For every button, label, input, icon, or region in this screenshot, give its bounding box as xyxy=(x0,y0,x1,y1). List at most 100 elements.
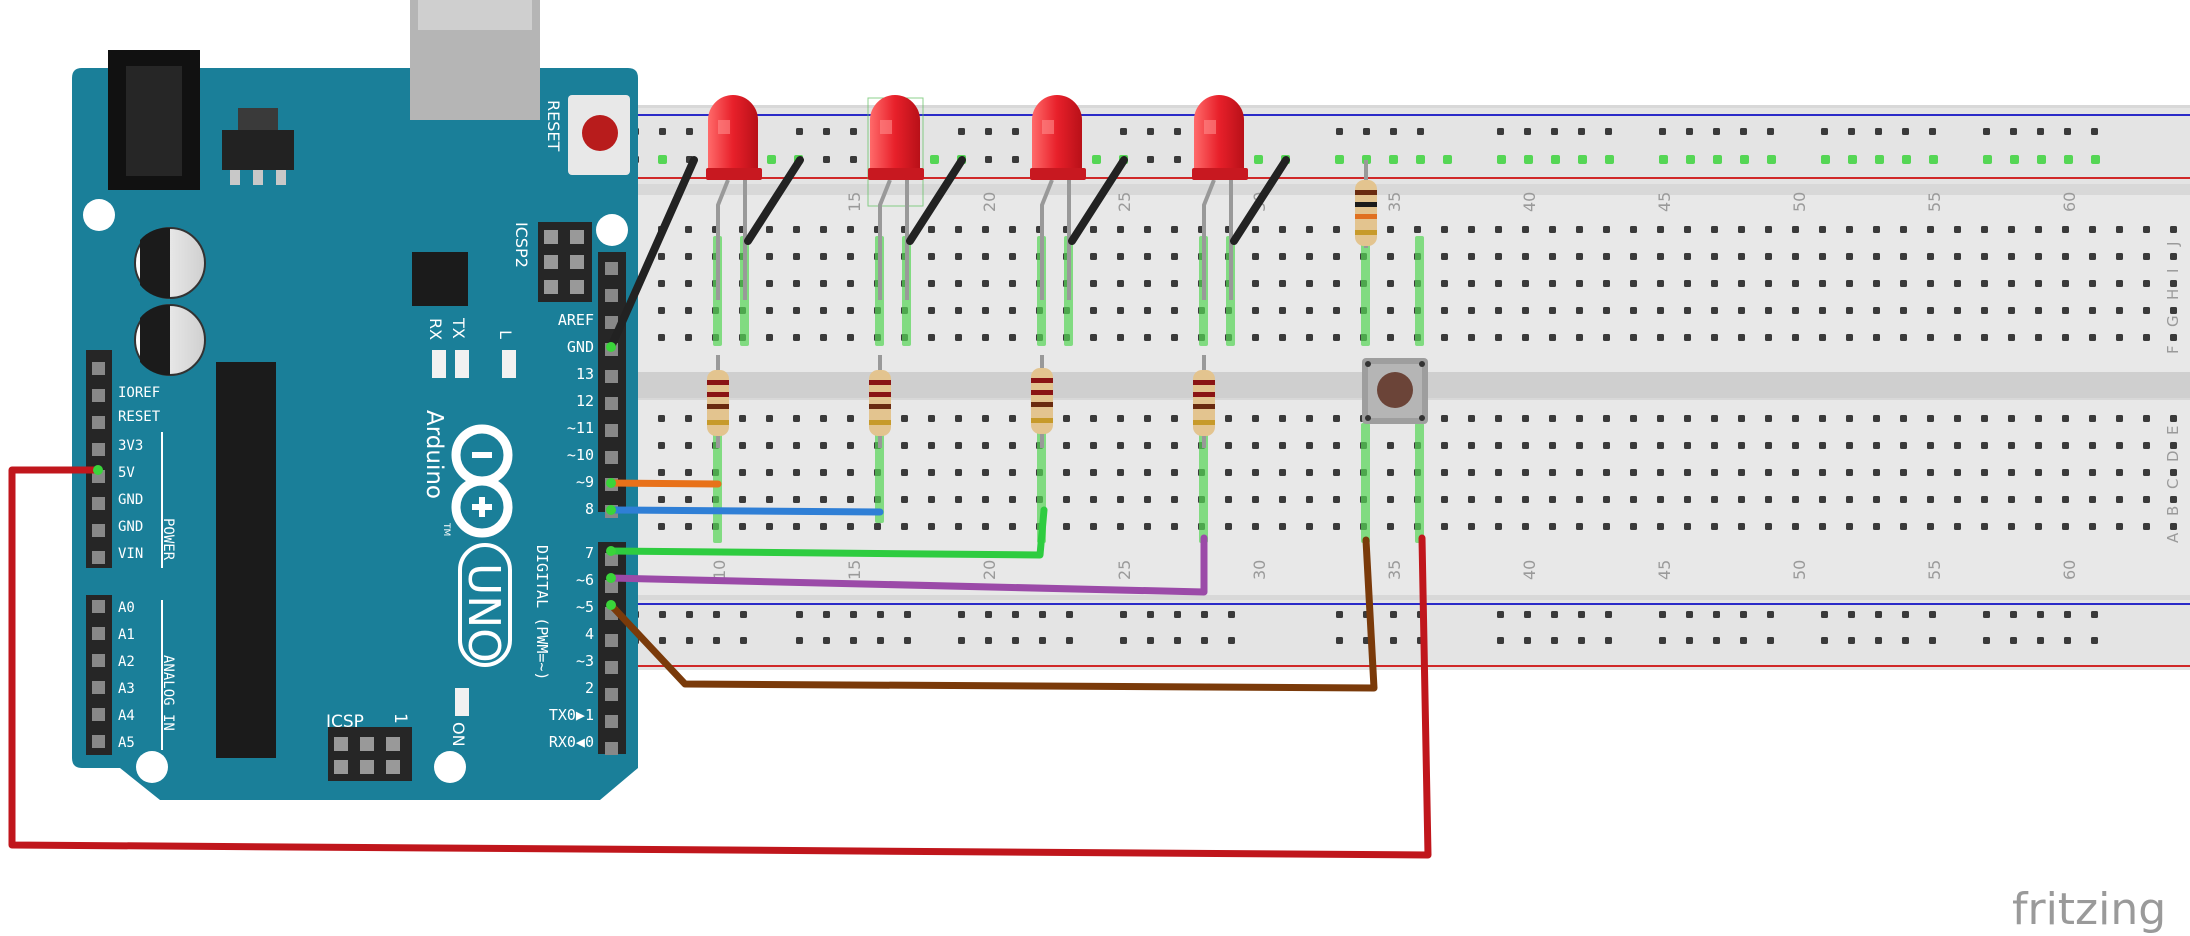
pin-label: A4 xyxy=(118,708,135,724)
pin-label: A2 xyxy=(118,654,135,670)
pin-label: ~10 xyxy=(567,446,594,464)
board-leds xyxy=(432,350,516,716)
col-label: 55 xyxy=(1925,560,1944,580)
icsp-label: ICSP xyxy=(326,712,364,732)
col-label: 20 xyxy=(980,560,999,580)
digital-pin-sockets xyxy=(605,262,618,755)
wire-pin7[interactable] xyxy=(607,506,1048,559)
mounting-hole xyxy=(434,751,466,783)
col-label: 40 xyxy=(1520,560,1539,580)
digital-pin-labels: AREF GND 13 12 ~11 ~10 ~9 8 7 ~6 ~5 4 ~3… xyxy=(549,311,594,751)
col-label: 55 xyxy=(1925,192,1944,212)
l-label: L xyxy=(496,330,515,339)
wire-pin6[interactable] xyxy=(607,534,1208,596)
col-label: 25 xyxy=(1115,192,1134,212)
pin-label: GND xyxy=(118,492,143,508)
wires xyxy=(8,156,1432,859)
power-rail-bottom xyxy=(600,600,2190,670)
power-label: POWER xyxy=(160,518,176,561)
mounting-hole xyxy=(83,199,115,231)
reset-label: RESET xyxy=(544,100,563,151)
col-label: 35 xyxy=(1385,192,1404,212)
row-labels: J I H G F E D C B A xyxy=(2164,242,2182,543)
pin-label: RX0◀0 xyxy=(549,733,594,751)
analog-label: ANALOG IN xyxy=(160,655,176,731)
col-label: 45 xyxy=(1655,192,1674,212)
pin-label: ~3 xyxy=(576,652,594,670)
arduino-logo-symbols xyxy=(472,452,492,517)
arduino-tm: TM xyxy=(441,522,451,536)
wire-pin9[interactable] xyxy=(607,479,722,488)
wire-gnd-led-3[interactable] xyxy=(1068,156,1128,245)
resistor-pullup xyxy=(1355,160,1377,248)
row-label: H xyxy=(2164,289,2182,300)
row-label: I xyxy=(2164,269,2182,273)
pushbutton-cap[interactable] xyxy=(1377,372,1413,408)
col-label: 45 xyxy=(1655,560,1674,580)
wire-gnd-led-1[interactable] xyxy=(744,156,804,245)
pin-label: 5V xyxy=(118,465,135,481)
col-label: 35 xyxy=(1385,560,1404,580)
col-label: 50 xyxy=(1790,560,1809,580)
pin-label: IOREF xyxy=(118,385,160,401)
reset-button-cap[interactable] xyxy=(582,115,618,151)
wire-gnd-led-2[interactable] xyxy=(906,156,966,245)
rail-holes-top xyxy=(632,128,2098,135)
col-label: 30 xyxy=(1250,560,1269,580)
pin-label: 7 xyxy=(585,544,594,562)
column-labels-bottom: 10 15 20 25 30 35 40 45 50 55 60 xyxy=(710,560,2079,580)
pin-label: ~6 xyxy=(576,571,594,589)
wire-pin8[interactable] xyxy=(607,506,884,516)
power-pin-labels: IOREF RESET 3V3 5V GND GND VIN xyxy=(118,385,161,562)
power-rail-top xyxy=(600,108,2190,184)
pin-label: 2 xyxy=(585,679,594,697)
arduino-brand: Arduino xyxy=(421,410,447,499)
pin-label: AREF xyxy=(558,311,594,329)
pin-label: 3V3 xyxy=(118,438,143,454)
icsp2-label: ICSP2 xyxy=(512,222,531,268)
row-label: B xyxy=(2164,506,2182,516)
icsp-pin1-label: 1 xyxy=(390,713,410,724)
pin-label: VIN xyxy=(118,546,143,562)
col-label: 15 xyxy=(845,192,864,212)
col-label: 15 xyxy=(845,560,864,580)
mounting-hole xyxy=(596,214,628,246)
on-label: ON xyxy=(449,722,468,747)
icsp2-header xyxy=(538,222,592,302)
pushbutton[interactable] xyxy=(1362,358,1428,424)
pin-label: 12 xyxy=(576,392,594,410)
atmega328-chip xyxy=(216,362,276,758)
led-4 xyxy=(1192,95,1248,300)
pin-label: GND xyxy=(567,338,594,356)
fritzing-watermark: fritzing xyxy=(2012,884,2166,935)
resistor-2 xyxy=(869,355,891,448)
led-2 xyxy=(867,95,924,300)
row-label: D xyxy=(2164,450,2182,462)
digital-label: DIGITAL (PWM=~) xyxy=(533,545,551,680)
pin-label: ~5 xyxy=(576,598,594,616)
pin-label: ~11 xyxy=(567,419,594,437)
col-label: 60 xyxy=(2060,192,2079,212)
arduino-pcb xyxy=(72,68,638,800)
pin-label: A3 xyxy=(118,681,135,697)
wire-gnd-led-4[interactable] xyxy=(1230,156,1290,245)
led-1 xyxy=(706,95,762,300)
mounting-hole xyxy=(136,751,168,783)
analog-pin-sockets xyxy=(92,600,105,748)
row-label: A xyxy=(2164,532,2182,543)
pin-label: GND xyxy=(118,519,143,535)
rx-label: RX xyxy=(426,318,445,340)
pin-label: 8 xyxy=(585,500,594,518)
wire-pin5[interactable] xyxy=(607,536,1378,692)
col-label: 25 xyxy=(1115,560,1134,580)
row-label: G xyxy=(2164,315,2182,327)
voltage-regulator xyxy=(222,130,294,170)
col-label: 10 xyxy=(710,560,729,580)
resistor-3 xyxy=(1031,355,1053,448)
leds xyxy=(706,95,1248,300)
resistors xyxy=(707,160,1377,448)
wire-5v[interactable] xyxy=(8,466,1432,859)
row-label: J xyxy=(2164,242,2182,247)
wire-gnd-arduino[interactable] xyxy=(607,156,698,351)
